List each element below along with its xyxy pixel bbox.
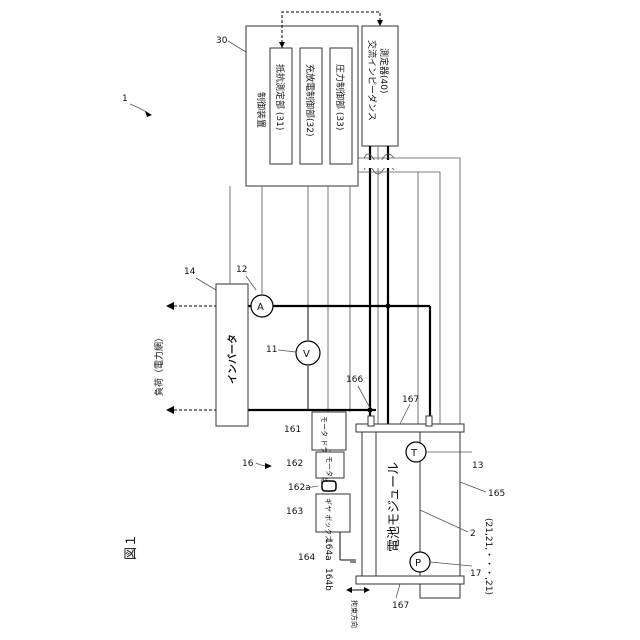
motor-ref: 162 [286,459,303,469]
pressure-sensor-ref: 17 [470,569,481,579]
mechanism-ref: 16 [242,459,254,469]
system-ref-arrowhead [145,111,152,117]
ref-165-leader [460,482,486,492]
restraint-arrowhead-right [364,587,370,593]
restraint-arrowhead-left [346,587,352,593]
motor-driver-ref: 161 [284,425,301,435]
motor-driver-box [312,412,346,450]
load-arrow-top [166,302,174,310]
temp-sensor-ref: 13 [472,461,483,471]
battery-module-label: 電池モジュール [387,462,402,552]
impedance-meter-label-1: 交流インピーダンス [366,40,378,121]
load-arrow-bottom [166,406,174,414]
temp-sensor-symbol: T [410,448,418,459]
terminal-1 [368,416,374,426]
mechanism-arrowhead [265,463,272,469]
figure-title: 図１ [124,534,139,560]
ref-167-top-leader [400,404,410,424]
gearbox-box [316,494,350,532]
ammeter-symbol: A [257,302,264,313]
inverter-ref: 14 [184,267,196,277]
bus-node-1 [386,304,391,309]
ref-167-top: 167 [402,395,419,405]
battery-cells-label: (21,21,・・・,21) [483,518,493,595]
voltmeter-symbol: V [303,349,310,360]
inverter-leader [196,278,216,290]
ref-166-leader [358,386,370,408]
impedance-meter-label-2: 測定器(40) [378,48,390,93]
shaft-ref-a: 164a [323,538,333,561]
load-label: 負荷（電力網） [153,333,165,396]
shaft-ref-main: 164 [298,553,315,563]
comm-arrow-down-40 [377,20,383,26]
ref-167-bottom-leader [396,584,400,598]
battery-module-ref: 2 [470,529,476,539]
motor-label: モータ [325,456,334,477]
control-device-label: 制御装置 [255,92,267,128]
control-device-ref: 30 [216,36,228,46]
ref-167-bottom: 167 [392,601,409,611]
ref-166: 166 [346,375,363,385]
voltmeter-ref: 11 [266,345,277,355]
pressure-sensor-symbol: P [415,558,421,569]
gearbox-ref: 163 [286,507,303,517]
end-plate-bottom [356,576,464,584]
bus-node-2 [368,408,373,413]
voltmeter-leader [278,350,296,352]
terminal-2 [426,416,432,426]
ref-165: 165 [488,489,505,499]
pressure-unit-label: 圧力制御部 (33) [334,64,346,130]
gearbox-label: ギヤ ボックス [324,498,332,542]
inverter-label: インバータ [227,334,239,384]
restraint-label: 拘束方向 [350,600,359,628]
resistance-unit-label: 抵抗測定部 (31) [274,64,286,130]
charge-unit-label: 充放電制御部(32) [304,64,316,136]
wire-break-mask [364,160,394,168]
system-ref: 1 [122,94,128,104]
control-device-leader [228,41,246,52]
coupling-shape [322,481,336,491]
ammeter-ref: 12 [236,265,247,275]
shaft-ref-b: 164b [323,568,333,591]
